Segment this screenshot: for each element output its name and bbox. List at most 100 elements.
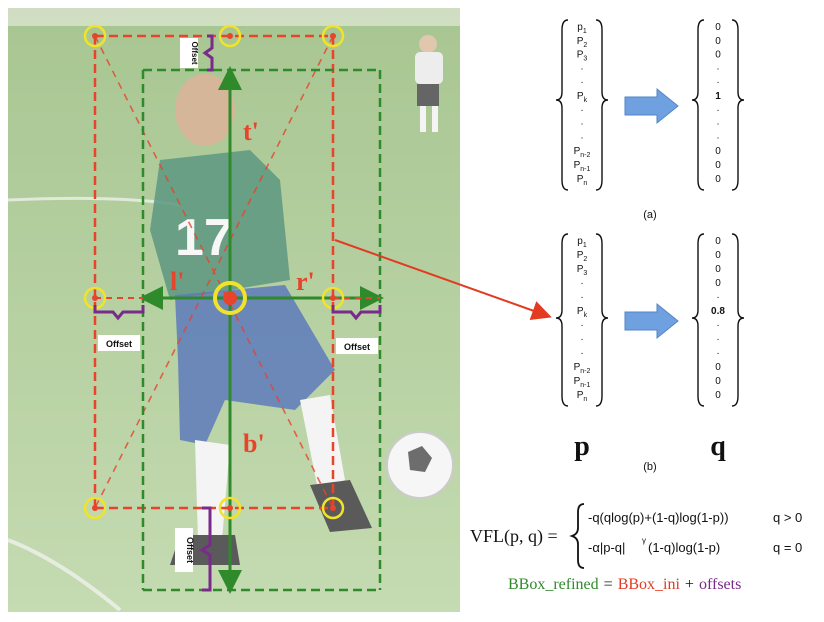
formula-cond1: q > 0 <box>773 510 802 525</box>
q-entry: · <box>716 320 719 331</box>
blue-arrow-b <box>624 302 679 340</box>
q-entry: · <box>716 63 719 74</box>
label-l-prime: l' <box>170 267 184 296</box>
diagonal-line <box>94 35 334 509</box>
center-point-circle <box>213 281 247 315</box>
q-entry: 0 <box>715 174 721 185</box>
player-shirt <box>150 150 290 300</box>
q-entry: 0 <box>715 250 721 261</box>
q-entry: · <box>716 292 719 303</box>
p-entry: P3 <box>577 264 588 277</box>
p-entry: Pn <box>577 390 588 403</box>
q-entry: 0.8 <box>711 306 725 317</box>
sample-point-dot <box>92 33 98 39</box>
player-head <box>175 74 235 146</box>
p-entry: p1 <box>577 22 587 35</box>
q-entry: · <box>716 132 719 143</box>
p-entry: p1 <box>577 236 587 249</box>
center-point-dot <box>223 291 237 305</box>
vector-a-q-right-bracket <box>731 19 745 191</box>
initial-bbox-diagonals <box>94 35 334 509</box>
photo-fade-overlay <box>8 8 460 612</box>
q-entry: 0 <box>715 278 721 289</box>
q-entry: · <box>716 105 719 116</box>
symbol-p: p <box>574 431 590 462</box>
q-entry: 0 <box>715 50 721 61</box>
eq-plus: + <box>685 576 694 593</box>
initial-bbox <box>93 34 335 510</box>
sample-point-dots <box>92 33 336 511</box>
q-entry: 0 <box>715 160 721 171</box>
sample-point-circle <box>321 24 345 48</box>
vector-a-q-entries: 000··1···000 <box>715 22 721 185</box>
p-entry: · <box>580 63 583 74</box>
q-entry: 0 <box>715 390 721 401</box>
offset-label-bottom: Offset <box>175 528 195 572</box>
p-entry: P3 <box>577 50 588 63</box>
p-entry: · <box>580 105 583 116</box>
vector-a-q-left-bracket <box>691 19 705 191</box>
sample-point-circle <box>83 496 107 520</box>
offset-brace-left <box>93 305 145 321</box>
p-entry: Pn <box>577 174 588 187</box>
eq-ini: BBox_ini <box>618 576 681 593</box>
offset-label-top: Offset <box>180 38 199 68</box>
q-entry: · <box>716 77 719 88</box>
offset-brace-right <box>331 305 382 321</box>
sample-point-dot <box>92 505 98 511</box>
formula-cond2: q = 0 <box>773 540 802 555</box>
q-entry: 0 <box>715 264 721 275</box>
p-entry: P2 <box>577 36 588 49</box>
q-entry: 0 <box>715 146 721 157</box>
vector-b-q-right-bracket <box>731 233 745 407</box>
q-entry: 0 <box>715 22 721 33</box>
sample-point-dot <box>227 33 233 39</box>
background-player <box>415 35 443 132</box>
offset-label-bg <box>336 338 378 354</box>
offset-label-bottom-text: Offset <box>185 537 195 563</box>
sample-point-dot <box>330 295 336 301</box>
player-shorts <box>175 285 335 445</box>
soccer-ball-patch <box>408 446 432 472</box>
formula-case2-exponent: γ <box>642 536 646 545</box>
vector-a-p-left-bracket <box>555 19 569 191</box>
q-entry: 0 <box>715 362 721 373</box>
eq-offsets: offsets <box>699 576 741 593</box>
offset-label-left-text: Offset <box>106 339 132 349</box>
p-entry: · <box>580 132 583 143</box>
vector-b-p-left-bracket <box>555 233 569 407</box>
blue-arrow-a <box>624 87 679 125</box>
p-entry: Pn-1 <box>574 376 591 389</box>
jersey-number: 17 <box>175 209 233 267</box>
offset-label-bg <box>180 38 198 68</box>
symbol-q: q <box>710 431 726 462</box>
background-strip <box>8 8 460 26</box>
offset-label-right: Offset <box>336 338 378 354</box>
label-b-prime: b' <box>243 429 265 458</box>
p-entry: Pk <box>577 306 588 319</box>
vfl-formula: VFL(p, q) = -q(qlog(p)+(1-q)log(1-p)) q … <box>470 503 802 569</box>
label-r-prime: r' <box>296 267 315 296</box>
p-entry: · <box>580 119 583 130</box>
q-entry: 0 <box>715 376 721 387</box>
p-entry: Pn-2 <box>574 146 591 159</box>
sample-point-dot <box>330 505 336 511</box>
field-line <box>7 538 122 612</box>
photo-panel: 17 <box>7 8 460 612</box>
sample-point-circle <box>321 496 345 520</box>
q-entry: · <box>716 334 719 345</box>
p-entry: P2 <box>577 250 588 263</box>
formula-case2: -α|p-q| <box>588 540 625 555</box>
offset-label-left: Offset <box>98 335 140 351</box>
q-entry: 0 <box>715 36 721 47</box>
vector-a-p-right-bracket <box>595 19 609 191</box>
sample-point-circle <box>83 24 107 48</box>
sample-point-dot <box>92 295 98 301</box>
formula-case1: -q(qlog(p)+(1-q)log(1-p)) <box>588 510 729 525</box>
formula-lhs: VFL(p, q) = <box>470 526 558 547</box>
